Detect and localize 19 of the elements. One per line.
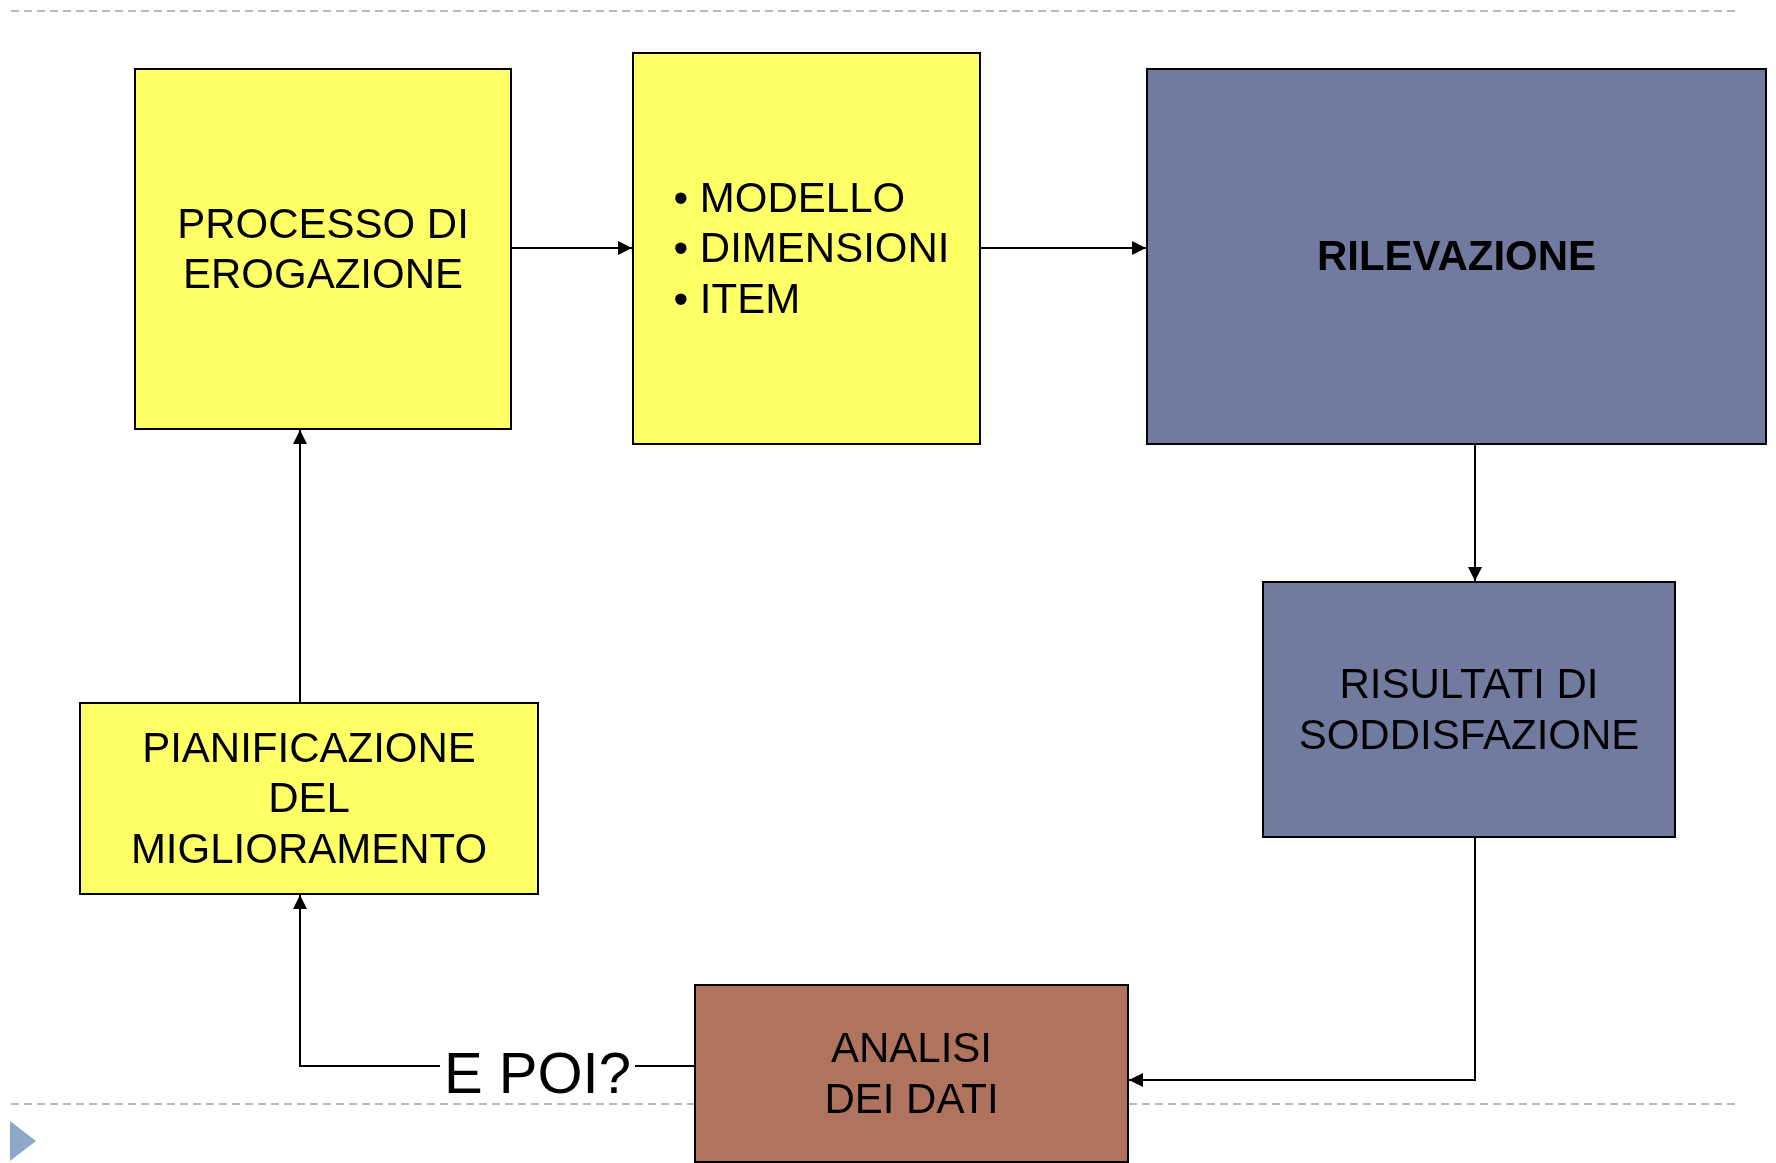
arrow	[980, 241, 1147, 255]
process-box	[1262, 581, 1676, 838]
box-text: PROCESSO DI EROGAZIONE	[176, 198, 470, 299]
process-box	[632, 52, 981, 445]
list-item: • ITEM	[673, 273, 802, 324]
box-text: RILEVAZIONE	[1316, 231, 1597, 282]
list-item: • MODELLO	[673, 172, 907, 223]
list-item: • DIMENSIONI	[673, 223, 950, 274]
arrow	[511, 241, 633, 255]
box-text: PIANIFICAZIONE DEL MIGLIORAMENTO	[130, 722, 488, 874]
process-box	[694, 984, 1129, 1163]
arrow	[293, 429, 307, 703]
process-box	[134, 68, 512, 430]
arrow	[1468, 444, 1482, 582]
process-box	[79, 702, 539, 895]
box-text: RISULTATI DI SODDISFAZIONE	[1297, 659, 1641, 760]
arrow	[1128, 837, 1476, 1087]
box-text: ANALISI DEI DATI	[823, 1023, 1000, 1124]
process-box	[1146, 68, 1767, 445]
